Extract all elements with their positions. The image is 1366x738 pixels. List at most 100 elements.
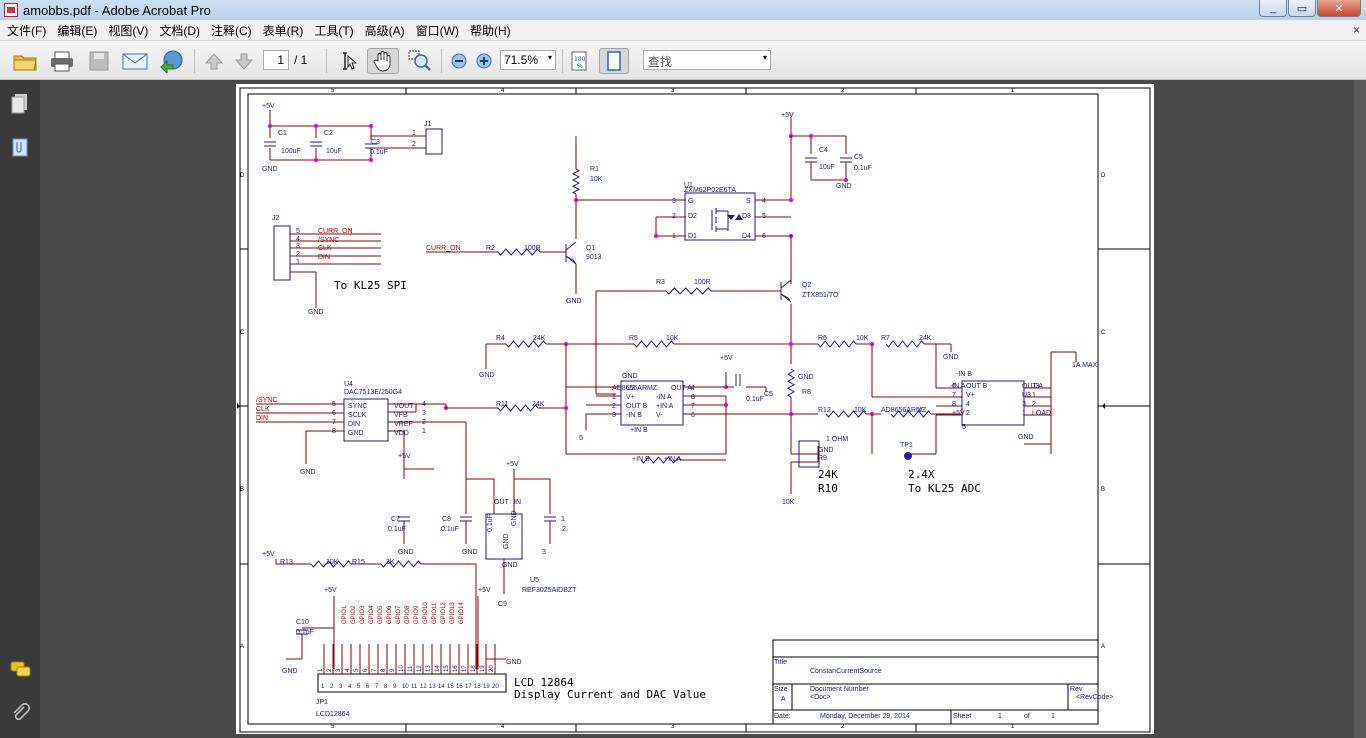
- schematic-label: V+: [966, 392, 975, 399]
- toolbar: 1 / 1 71.5% ▾ 100% 查找 ▾: [0, 41, 1366, 80]
- svg-text:%: %: [577, 63, 583, 70]
- menu-edit[interactable]: 编辑(E): [57, 23, 98, 38]
- select-text-icon[interactable]: [335, 48, 361, 74]
- resistor-symbol: [497, 404, 539, 412]
- junction-dot: [314, 158, 318, 162]
- next-page-icon[interactable]: [232, 48, 256, 74]
- schematic-label: 1: [561, 516, 565, 523]
- minimize-button[interactable]: _: [1259, 0, 1287, 17]
- schematic-label: -IN A: [656, 394, 672, 401]
- lcd-pin-label: 3: [339, 684, 343, 690]
- chevron-down-icon[interactable]: ▾: [762, 53, 767, 62]
- zoom-marquee-icon[interactable]: [405, 48, 435, 74]
- page-total: / 1: [294, 53, 308, 67]
- schematic-label: 7: [952, 392, 956, 399]
- lcd-pin-number: 6: [363, 668, 369, 672]
- menu-comments[interactable]: 注释(C): [211, 23, 252, 38]
- zoom-in-icon[interactable]: [474, 48, 494, 74]
- hand-tool-icon[interactable]: [367, 48, 399, 74]
- junction-dot: [369, 124, 373, 128]
- schematic-label: C3: [371, 139, 380, 146]
- schematic-label: +IN B: [630, 427, 648, 434]
- zoom-out-icon[interactable]: [449, 48, 469, 74]
- folder-open-icon[interactable]: [10, 48, 40, 74]
- zoom-level-select[interactable]: 71.5% ▾: [500, 50, 556, 70]
- schematic-label: 3: [672, 198, 676, 205]
- schematic-label: OUT A: [1022, 383, 1043, 390]
- prev-page-icon[interactable]: [202, 48, 226, 74]
- svg-text:100: 100: [574, 56, 586, 63]
- single-page-icon[interactable]: [599, 48, 629, 74]
- pages-panel-icon[interactable]: [10, 92, 30, 114]
- window-titlebar: amobbs.pdf - Adobe Acrobat Pro _ ▭ ✕: [0, 0, 1366, 20]
- vertical-scrollbar[interactable]: [1354, 80, 1366, 738]
- chevron-down-icon: ▾: [547, 53, 552, 62]
- junction-dot: [724, 403, 728, 407]
- schematic-label: C5: [764, 391, 773, 398]
- schematic-label: Display Current and DAC Value: [514, 688, 706, 701]
- schematic-label: VREF: [394, 421, 413, 428]
- schematic-label: Document Number: [810, 686, 869, 693]
- schematic-label: of: [1024, 713, 1030, 720]
- menu-file[interactable]: 文件(F): [7, 23, 47, 38]
- schematic-label: SCLK: [348, 412, 367, 419]
- maximize-button[interactable]: ▭: [1288, 0, 1316, 17]
- attachments-panel-icon[interactable]: [10, 136, 30, 158]
- lcd-gpio-label: GPIO6: [387, 605, 393, 624]
- close-button[interactable]: ✕: [1317, 0, 1361, 17]
- page-number-input[interactable]: 1: [263, 50, 289, 70]
- junction-dot: [654, 234, 658, 238]
- lcd-pin-label: 11: [411, 684, 418, 690]
- schematic-label: 2: [296, 251, 300, 258]
- schematic-label: GND: [566, 298, 582, 305]
- schematic-label: 0.1uF: [388, 526, 406, 533]
- lcd-pin-number: 10: [399, 665, 405, 672]
- frame-arrow: [237, 403, 240, 409]
- fit-page-icon[interactable]: 100%: [568, 48, 590, 74]
- attach-icon[interactable]: [10, 702, 30, 724]
- schematic-label: +IN A: [656, 403, 674, 410]
- schematic-label: REF3025AIDBZT: [522, 587, 577, 594]
- frame-col-label: 3: [671, 724, 675, 730]
- print-icon[interactable]: [47, 48, 77, 74]
- schematic-label: GND: [300, 469, 316, 476]
- schematic-label: U1: [684, 182, 693, 189]
- schematic-label: C4: [819, 147, 828, 154]
- menu-document[interactable]: 文档(D): [159, 23, 200, 38]
- resistor-symbol: [640, 456, 682, 464]
- document-close-button[interactable]: ×: [1352, 23, 1360, 37]
- menu-view[interactable]: 视图(V): [108, 23, 149, 38]
- save-icon[interactable]: [84, 48, 114, 74]
- menu-help[interactable]: 帮助(H): [470, 23, 511, 38]
- schematic-label: 8: [691, 394, 695, 401]
- junction-dot: [369, 158, 373, 162]
- junction-dot: [789, 342, 793, 346]
- email-icon[interactable]: [119, 48, 151, 74]
- schematic-label: 1: [412, 130, 416, 137]
- schematic-label: R8: [802, 389, 811, 396]
- menu-window[interactable]: 窗口(W): [415, 23, 459, 38]
- schematic-label: 100R: [694, 279, 711, 286]
- schematic-label: GND: [836, 183, 852, 190]
- menu-advanced[interactable]: 高级(A): [364, 23, 405, 38]
- schematic-label: <Doc>: [810, 694, 831, 701]
- find-input[interactable]: 查找 ▾: [643, 50, 771, 70]
- frame-col-label: 2: [841, 724, 845, 730]
- junction-dot: [809, 134, 813, 138]
- comments-icon[interactable]: [10, 660, 31, 682]
- schematic-label: VFB: [394, 412, 408, 419]
- schematic-label: LOAD: [1032, 410, 1051, 417]
- resistor-symbol: [817, 340, 857, 348]
- lcd-pin-label: 2: [330, 684, 334, 690]
- collaborate-icon[interactable]: [155, 48, 187, 74]
- component-outline: [798, 440, 820, 468]
- schematic-label: Q1: [586, 245, 595, 252]
- schematic-label: /SYNC: [318, 237, 339, 244]
- frame-row-label: C: [240, 330, 245, 336]
- component-outline: [772, 639, 1099, 725]
- schematic-label: D1: [688, 233, 697, 240]
- transistor-symbol: [565, 241, 577, 265]
- menu-tools[interactable]: 工具(T): [314, 23, 354, 38]
- schematic-label: R15: [352, 559, 365, 566]
- menu-forms[interactable]: 表单(R): [262, 23, 304, 38]
